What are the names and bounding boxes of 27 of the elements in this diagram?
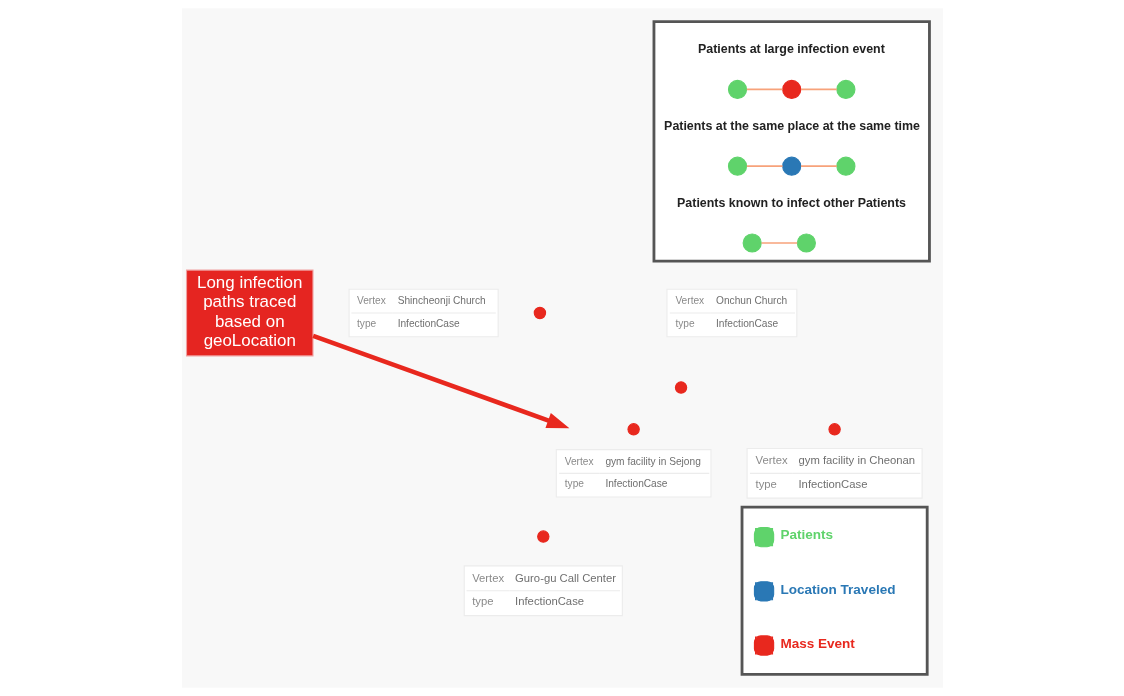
node-circle: [533, 306, 546, 320]
legend-label: Patients: [779, 527, 833, 543]
legend-label: Location Traveled: [779, 581, 895, 597]
node-circle: [781, 79, 801, 100]
legend-label: Mass Event: [779, 635, 855, 651]
node-circle: [827, 423, 841, 436]
node-circle: [796, 233, 816, 253]
arrow: [311, 333, 569, 429]
node-circle: [781, 156, 801, 176]
node-circle: [674, 381, 687, 394]
node-circle: [835, 79, 855, 100]
node-circle: [742, 233, 762, 253]
node-circle: [626, 423, 640, 436]
connector: [799, 165, 838, 168]
node-circle: [536, 530, 549, 543]
connector: [799, 88, 838, 91]
legend-label: Patients at the same place at the same time: [663, 118, 920, 133]
connector: [745, 88, 783, 91]
node-circle: [727, 79, 747, 100]
node-box: Long infection paths traced based on geoLocation: [185, 269, 314, 357]
connector: [745, 165, 783, 168]
node-circle: [727, 156, 747, 176]
legend-label: Patients known to infect other Patients: [676, 195, 906, 210]
node-box: [740, 505, 929, 676]
connector: [760, 242, 798, 244]
node-circle: [835, 156, 855, 176]
legend-label: Patients at large infection event: [697, 42, 885, 57]
